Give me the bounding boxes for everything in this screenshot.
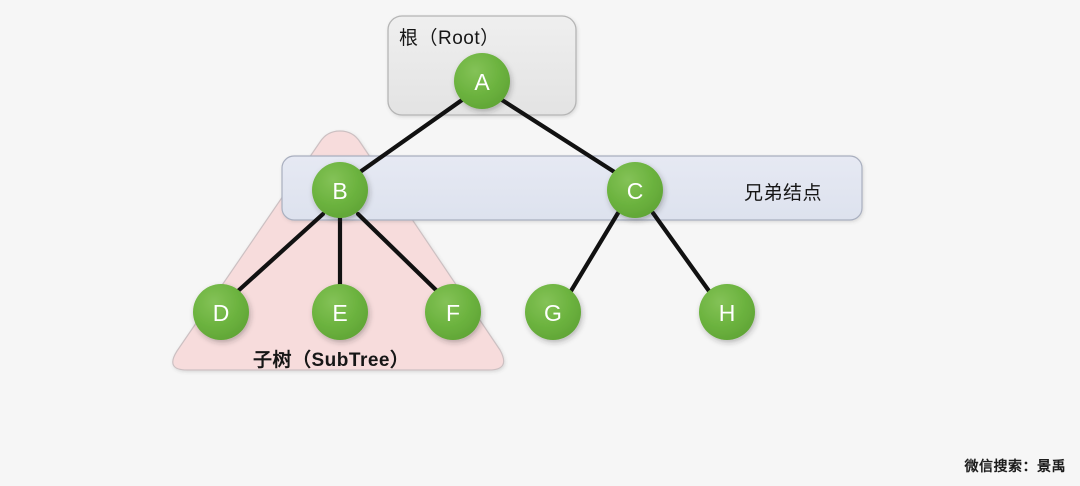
node-label-f: F [446, 300, 460, 326]
tree-node-b[interactable]: B [312, 162, 368, 218]
tree-node-h[interactable]: H [699, 284, 755, 340]
node-label-c: C [627, 178, 644, 204]
sibling-region [281, 155, 863, 221]
edge-c-h [650, 210, 712, 294]
node-label-g: G [544, 300, 562, 326]
tree-node-g[interactable]: G [525, 284, 581, 340]
tree-edges [235, 97, 712, 294]
node-label-d: D [213, 300, 230, 326]
edge-b-f [355, 211, 440, 294]
edge-a-c [499, 97, 619, 176]
tree-nodes: A B C D E F G [193, 53, 755, 340]
root-region-label: 根（Root） [399, 28, 500, 49]
edge-b-d [235, 211, 326, 294]
watermark-text: 微信搜索：景禹 [964, 458, 1066, 474]
node-label-a: A [474, 69, 490, 95]
node-label-e: E [332, 300, 347, 326]
subtree-region-label: 子树（SubTree） [253, 350, 410, 371]
tree-node-e[interactable]: E [312, 284, 368, 340]
edge-a-b [357, 97, 465, 175]
tree-node-f[interactable]: F [425, 284, 481, 340]
node-label-b: B [332, 178, 347, 204]
tree-node-d[interactable]: D [193, 284, 249, 340]
tree-node-a[interactable]: A [454, 53, 510, 109]
sibling-region-label: 兄弟结点 [744, 183, 823, 204]
tree-node-c[interactable]: C [607, 162, 663, 218]
node-label-h: H [719, 300, 736, 326]
edge-c-g [568, 210, 621, 294]
